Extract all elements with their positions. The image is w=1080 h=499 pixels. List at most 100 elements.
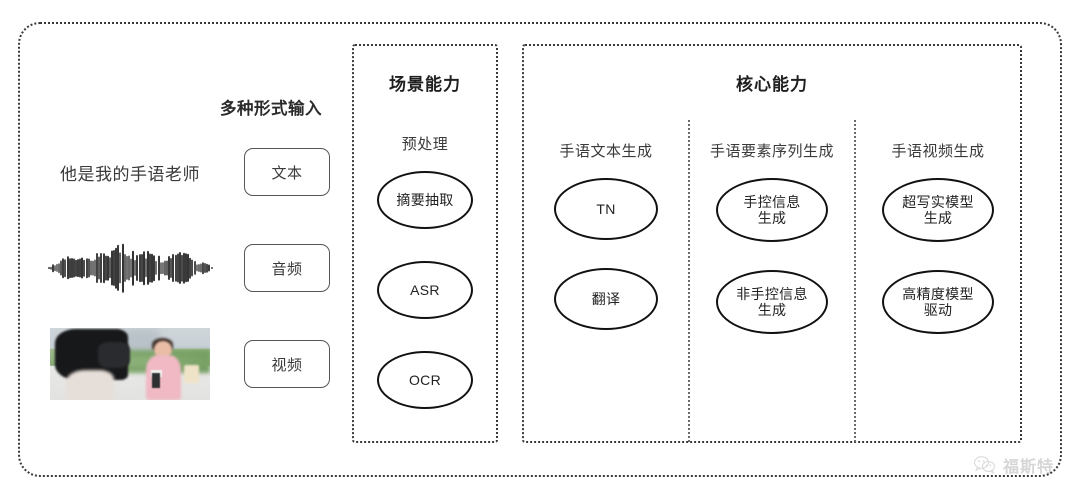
scene-node[interactable]: 摘要抽取 [377,171,473,229]
core-node-list: TN 翻译 [524,178,688,358]
core-node-label: TN [596,201,615,217]
multi-input-heading: 多种形式输入 [220,100,322,118]
scene-node[interactable]: ASR [377,261,473,319]
watermark: 福斯特 [973,453,1054,477]
watermark-text: 福斯特 [1002,459,1054,476]
text-sample-wrap: 他是我的手语老师 [30,144,230,200]
core-node[interactable]: 高精度模型驱动 [882,270,994,334]
waveform-bar [149,253,152,283]
waveform-bar [83,259,86,277]
waveform-bar [210,267,213,269]
core-column: 手语视频生成超写实模型生成高精度模型驱动 [854,120,1020,442]
waveform-bar [62,257,65,279]
waveform-bar [136,255,139,281]
video-sample-wrap [30,328,230,400]
waveform-bar [98,256,101,280]
waveform-bar [115,247,118,289]
core-node-list: 手控信息生成非手控信息生成 [690,178,854,362]
core-node-label-line1: TN [596,200,616,217]
waveform-bar [102,252,105,284]
waveform-bar [68,257,71,279]
audio-waveform-icon [47,242,213,294]
wechat-icon [973,456,996,474]
waveform-bar [191,259,194,277]
waveform-bar [111,250,113,286]
waveform-bar [163,260,166,276]
waveform-sample-wrap [30,240,230,296]
video-camera-lens [98,342,130,369]
waveform-bar [81,257,84,279]
core-node[interactable]: 手控信息生成 [716,178,828,242]
waveform-bar [119,252,122,284]
waveform-bar [70,257,73,279]
core-node-label-line1: 翻译 [591,290,621,307]
waveform-bar [72,258,75,278]
waveform-bar [64,258,67,278]
waveform-bar [140,254,143,282]
scene-capability-panel: 场景能力 预处理 摘要抽取 ASR OCR [352,44,498,443]
waveform-bar [117,245,120,291]
scene-node[interactable]: OCR [377,351,473,409]
core-node[interactable]: TN [554,178,658,240]
waveform-bar [123,253,126,283]
waveform-bar [58,262,61,274]
waveform-bar [178,252,181,284]
waveform-bar [161,261,164,275]
core-panel-title: 核心能力 [736,75,808,94]
input-row-audio: 音频 [30,240,330,296]
core-column-title: 手语文本生成 [559,143,653,160]
core-column: 手语文本生成 TN 翻译 [524,120,688,442]
waveform-bar [91,260,94,276]
waveform-bar [108,257,111,279]
scene-node-list: 摘要抽取 ASR OCR [354,171,496,441]
waveform-bar [106,255,109,281]
core-node[interactable]: 超写实模型生成 [882,178,994,242]
input-chip-video[interactable]: 视频 [244,340,330,388]
core-node[interactable]: 翻译 [554,268,658,330]
waveform-bar [49,266,52,270]
scene-panel-title: 场景能力 [389,75,461,94]
input-chip-audio[interactable]: 音频 [244,244,330,292]
waveform-bar [170,258,173,278]
core-node-label: 翻译 [592,291,621,307]
waveform-bar [195,264,198,272]
waveform-bar [193,261,196,275]
waveform-bar [138,253,141,283]
waveform-bar [206,263,209,273]
core-node-list: 超写实模型生成高精度模型驱动 [856,178,1020,362]
waveform-bar [168,255,171,281]
waveform-bar [134,260,137,276]
scene-node-label: ASR [410,281,440,298]
diagram-outer-frame [18,22,1062,477]
waveform-bar [66,256,69,280]
core-column-title: 手语视频生成 [891,143,985,160]
waveform-bar [199,263,202,273]
waveform-bar [182,252,185,284]
scene-group-label: 预处理 [401,136,449,153]
core-column: 手语要素序列生成手控信息生成非手控信息生成 [688,120,854,442]
core-node-label-line1: 手控信息 [743,193,801,210]
core-node-label-line1: 非手控信息 [736,285,808,302]
input-chip-text[interactable]: 文本 [244,148,330,196]
waveform-bar [187,254,190,282]
core-node[interactable]: 非手控信息生成 [716,270,828,334]
core-node-label: 手控信息生成 [743,194,800,226]
waveform-bar [204,262,207,274]
video-paper [184,365,199,383]
waveform-bar [146,251,149,285]
core-node-label: 高精度模型驱动 [902,286,974,318]
video-camera-operator [66,369,114,400]
waveform-bar [53,264,56,272]
text-sample: 他是我的手语老师 [60,164,200,184]
waveform-bar [127,255,130,281]
waveform-bar [94,259,97,277]
waveform-bar [51,263,54,273]
waveform-bar [151,253,154,283]
video-reporter-head [154,340,172,359]
waveform-bar [176,253,179,283]
waveform-bar [157,255,160,281]
waveform-bar [79,258,82,278]
video-thumbnail [50,328,210,400]
